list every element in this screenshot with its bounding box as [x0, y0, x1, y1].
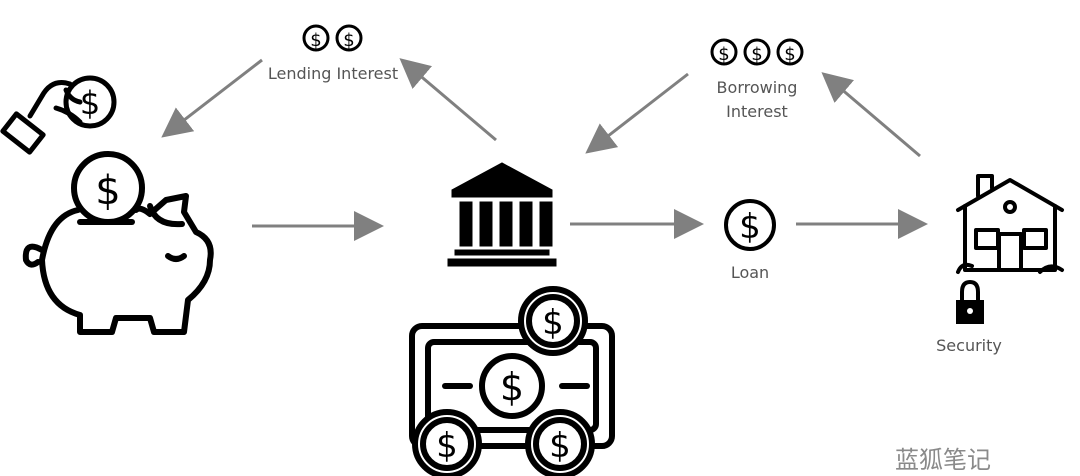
- arrow-borrowing-interest-to-bank: [585, 72, 689, 154]
- svg-text:$: $: [542, 303, 564, 343]
- svg-text:$: $: [343, 30, 354, 51]
- svg-text:$: $: [95, 168, 120, 214]
- money-icon: $ $ $ $: [409, 286, 615, 476]
- arrow-house-to-borrowing-interest: [821, 72, 921, 158]
- borrowing-interest-label-line1: Borrowing: [716, 78, 798, 97]
- svg-text:$: $: [310, 30, 321, 51]
- lending-interest-label: Lending Interest: [267, 64, 399, 83]
- security-label: Security: [936, 336, 1002, 355]
- svg-text:$: $: [751, 44, 762, 65]
- arrows: [161, 58, 928, 241]
- svg-text:$: $: [718, 44, 729, 65]
- svg-text:$: $: [784, 44, 795, 65]
- svg-text:$: $: [549, 426, 571, 466]
- svg-text:$: $: [739, 207, 761, 247]
- lock-icon: [956, 279, 984, 324]
- lending-interest-coins-icon: $ $: [302, 24, 363, 52]
- watermark: 蓝狐笔记: [895, 446, 991, 474]
- loan-coin-icon: $: [724, 199, 776, 251]
- borrowing-interest-coins-icon: $ $ $: [710, 38, 804, 66]
- svg-text:$: $: [80, 84, 100, 122]
- loan-label: Loan: [730, 263, 770, 282]
- bank-icon: [447, 162, 557, 267]
- piggy-bank-icon: $: [22, 151, 214, 335]
- svg-text:$: $: [436, 426, 458, 466]
- borrowing-interest-label-line2: Interest: [726, 102, 788, 121]
- svg-text:$: $: [500, 365, 524, 409]
- hand-coin-icon: $: [0, 75, 117, 155]
- arrow-bank-to-lending-interest: [399, 58, 497, 142]
- arrow-lending-interest-to-pig: [161, 58, 263, 138]
- house-icon: [956, 174, 1064, 274]
